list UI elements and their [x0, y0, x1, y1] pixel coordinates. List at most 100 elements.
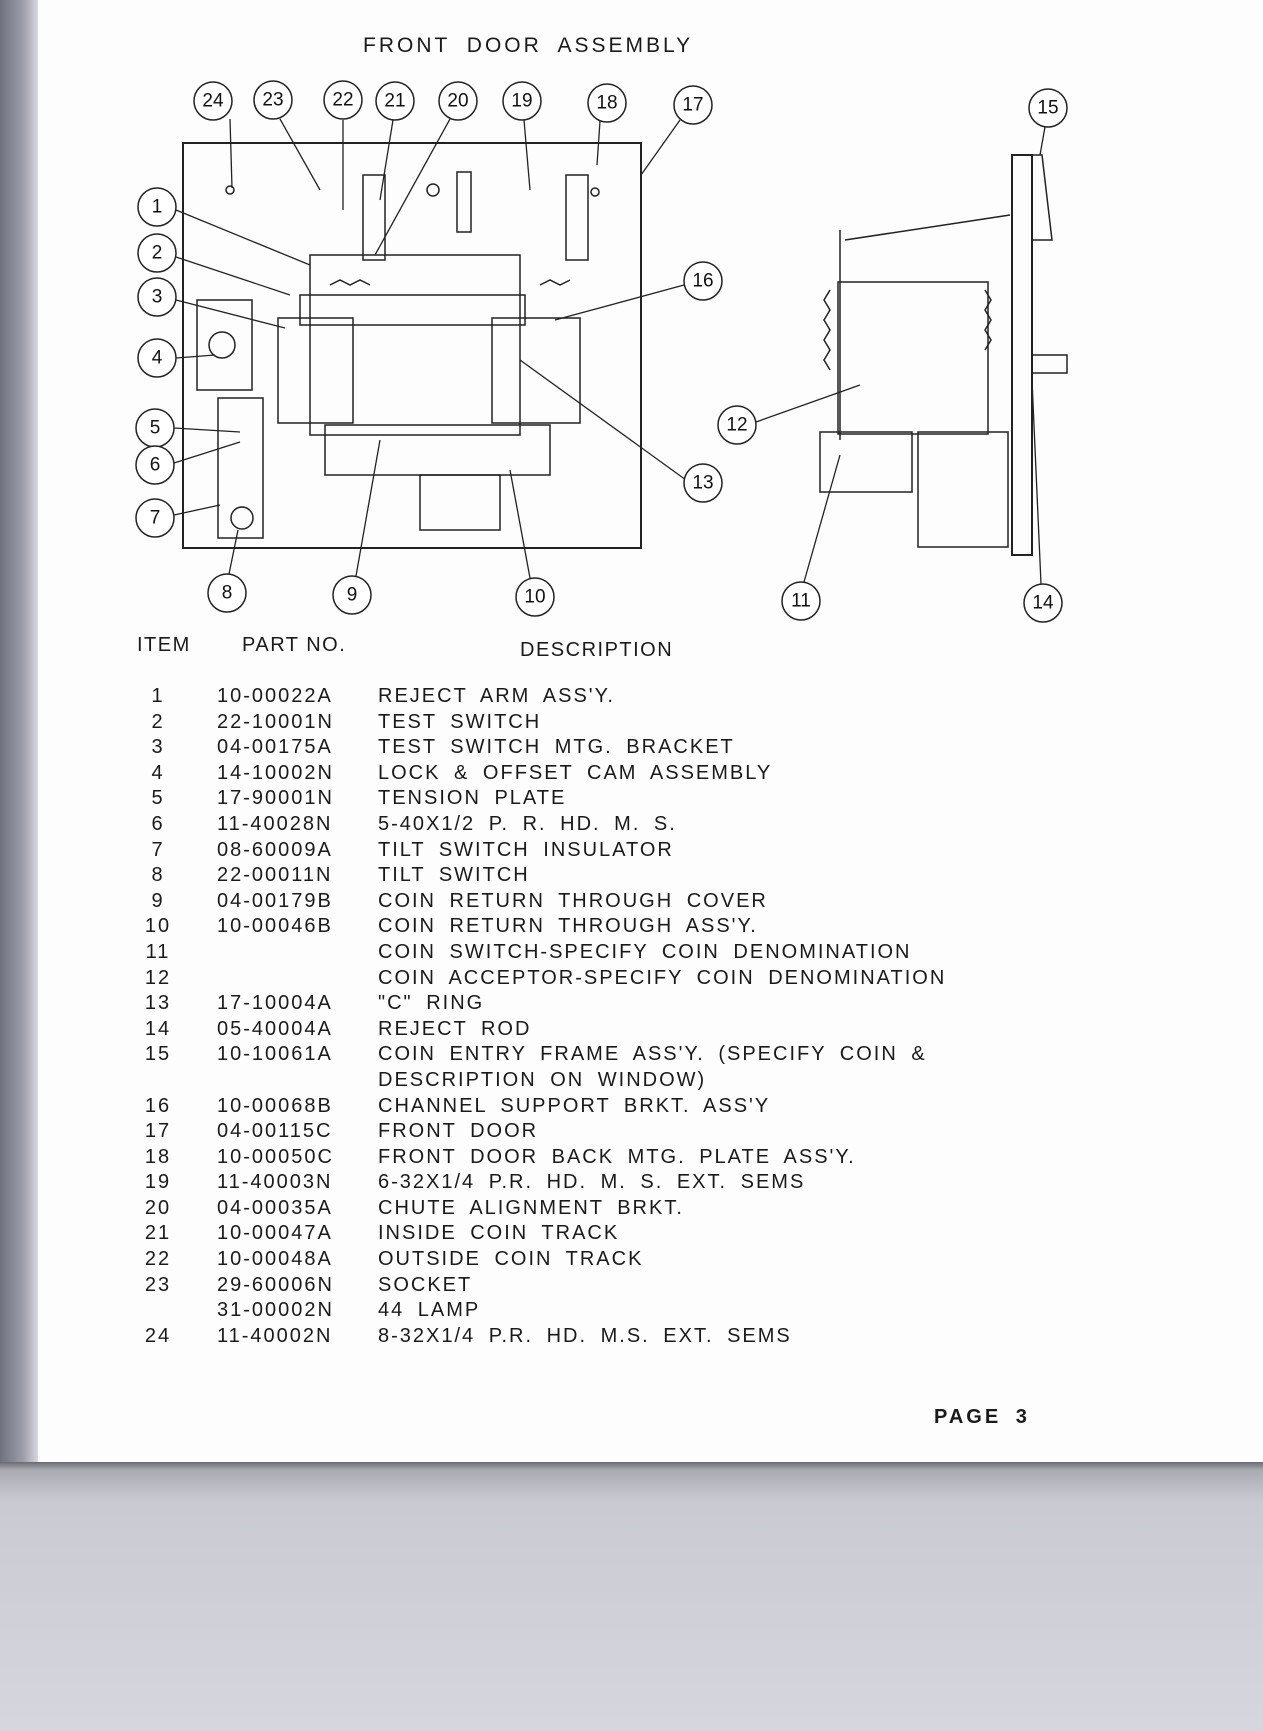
callout-19: 19 [502, 81, 542, 121]
front-door-diagram: 1 2 3 4 5 6 7 8 9 10 11 12 13 14 15 16 1… [135, 80, 1068, 623]
item-number: 2 [151, 710, 165, 733]
callout-24: 24 [193, 81, 233, 121]
callout-13: 13 [683, 463, 723, 503]
part-number: 10-00068B [217, 1094, 333, 1117]
part-number: 04-00035A [217, 1196, 333, 1219]
part-description: 6-32X1/4 P.R. HD. M. S. EXT. SEMS [378, 1171, 806, 1194]
svg-text:11: 11 [791, 591, 811, 612]
item-number: 6 [151, 812, 165, 835]
part-number: 10-00048A [217, 1248, 333, 1271]
part-number: 10-00046B [217, 915, 333, 938]
item-number: 11 [145, 940, 171, 963]
part-description: 44 LAMP [378, 1299, 481, 1322]
parts-list: 1 10-00022A REJECT ARM ASS'Y. 2 22-10001N TES… [0, 685, 1263, 1350]
svg-text:21: 21 [384, 91, 405, 112]
svg-text:14: 14 [1032, 593, 1054, 614]
svg-text:4: 4 [152, 348, 163, 369]
part-number: 10-00050C [217, 1145, 334, 1168]
part-description: COIN RETURN THROUGH ASS'Y. [378, 915, 758, 938]
callout-11: 11 [781, 581, 821, 621]
part-number: 05-40004A [217, 1017, 333, 1040]
page-number: PAGE 3 [934, 1406, 1030, 1428]
part-number: 10-10061A [217, 1043, 333, 1066]
part-number: 04-00179B [217, 889, 333, 912]
item-number: 17 [144, 1120, 172, 1143]
part-description: TILT SWITCH INSULATOR [378, 838, 674, 861]
table-row: 3 04-00175A TEST SWITCH MTG. BRACKET [0, 736, 1263, 762]
item-number: 24 [144, 1324, 172, 1347]
callout-6: 6 [135, 445, 175, 485]
part-number: 14-10002N [217, 761, 334, 784]
part-description: OUTSIDE COIN TRACK [378, 1248, 644, 1271]
callout-9: 9 [332, 575, 372, 615]
callout-1: 1 [137, 187, 177, 227]
part-description: COIN ACCEPTOR-SPECIFY COIN DENOMINATION [378, 966, 947, 989]
leader-lines [173, 118, 1046, 585]
part-description: DESCRIPTION ON WINDOW) [378, 1068, 707, 1091]
svg-text:6: 6 [150, 455, 161, 476]
item-number: 13 [144, 992, 172, 1015]
svg-text:24: 24 [202, 91, 224, 112]
item-number: 8 [151, 864, 165, 887]
part-description: SOCKET [378, 1273, 473, 1296]
callout-5: 5 [135, 408, 175, 448]
part-number: 22-10001N [217, 710, 334, 733]
item-number: 10 [144, 915, 172, 938]
part-number: 11-40003N [217, 1171, 333, 1194]
part-description: REJECT ROD [378, 1017, 532, 1040]
svg-text:3: 3 [152, 287, 163, 308]
svg-text:8: 8 [222, 583, 233, 604]
item-number: 22 [144, 1248, 172, 1271]
item-number: 7 [151, 838, 165, 861]
part-description: FRONT DOOR BACK MTG. PLATE ASS'Y. [378, 1145, 856, 1168]
svg-text:5: 5 [150, 418, 161, 439]
svg-text:22: 22 [332, 90, 353, 111]
part-number: 10-00022A [217, 685, 333, 707]
callout-10: 10 [515, 577, 555, 617]
part-description: REJECT ARM ASS'Y. [378, 685, 615, 707]
part-number: 04-00175A [217, 736, 333, 759]
part-description: TEST SWITCH MTG. BRACKET [378, 736, 735, 759]
callout-14: 14 [1023, 583, 1063, 623]
callout-8: 8 [207, 573, 247, 613]
item-number: 9 [151, 889, 165, 912]
table-row: 22 10-00048A OUTSIDE COIN TRACK [0, 1248, 1263, 1274]
part-description: INSIDE COIN TRACK [378, 1222, 620, 1245]
svg-text:2: 2 [152, 243, 163, 264]
part-description: TILT SWITCH [378, 864, 530, 887]
part-description: COIN RETURN THROUGH COVER [378, 889, 768, 912]
table-row: DESCRIPTION ON WINDOW) [0, 1069, 1263, 1095]
part-description: "C" RING [378, 992, 485, 1015]
part-number: 22-00011N [217, 864, 333, 887]
part-description: 8-32X1/4 P.R. HD. M.S. EXT. SEMS [378, 1324, 792, 1347]
item-number: 15 [144, 1043, 172, 1066]
callout-21: 21 [375, 81, 415, 121]
svg-text:17: 17 [682, 95, 703, 116]
callout-7: 7 [135, 498, 175, 538]
part-number: 10-00047A [217, 1222, 333, 1245]
item-number: 1 [151, 685, 165, 707]
part-description: CHUTE ALIGNMENT BRKT. [378, 1196, 684, 1219]
table-row: 9 04-00179B COIN RETURN THROUGH COVER [0, 890, 1263, 916]
callout-23: 23 [253, 80, 293, 120]
svg-text:16: 16 [692, 271, 713, 292]
column-header-description: DESCRIPTION [520, 639, 674, 661]
svg-text:18: 18 [596, 93, 617, 114]
svg-text:10: 10 [524, 587, 545, 608]
callout-22: 22 [323, 80, 363, 120]
item-number: 3 [151, 736, 165, 759]
svg-text:7: 7 [150, 508, 161, 529]
callout-2: 2 [137, 233, 177, 273]
